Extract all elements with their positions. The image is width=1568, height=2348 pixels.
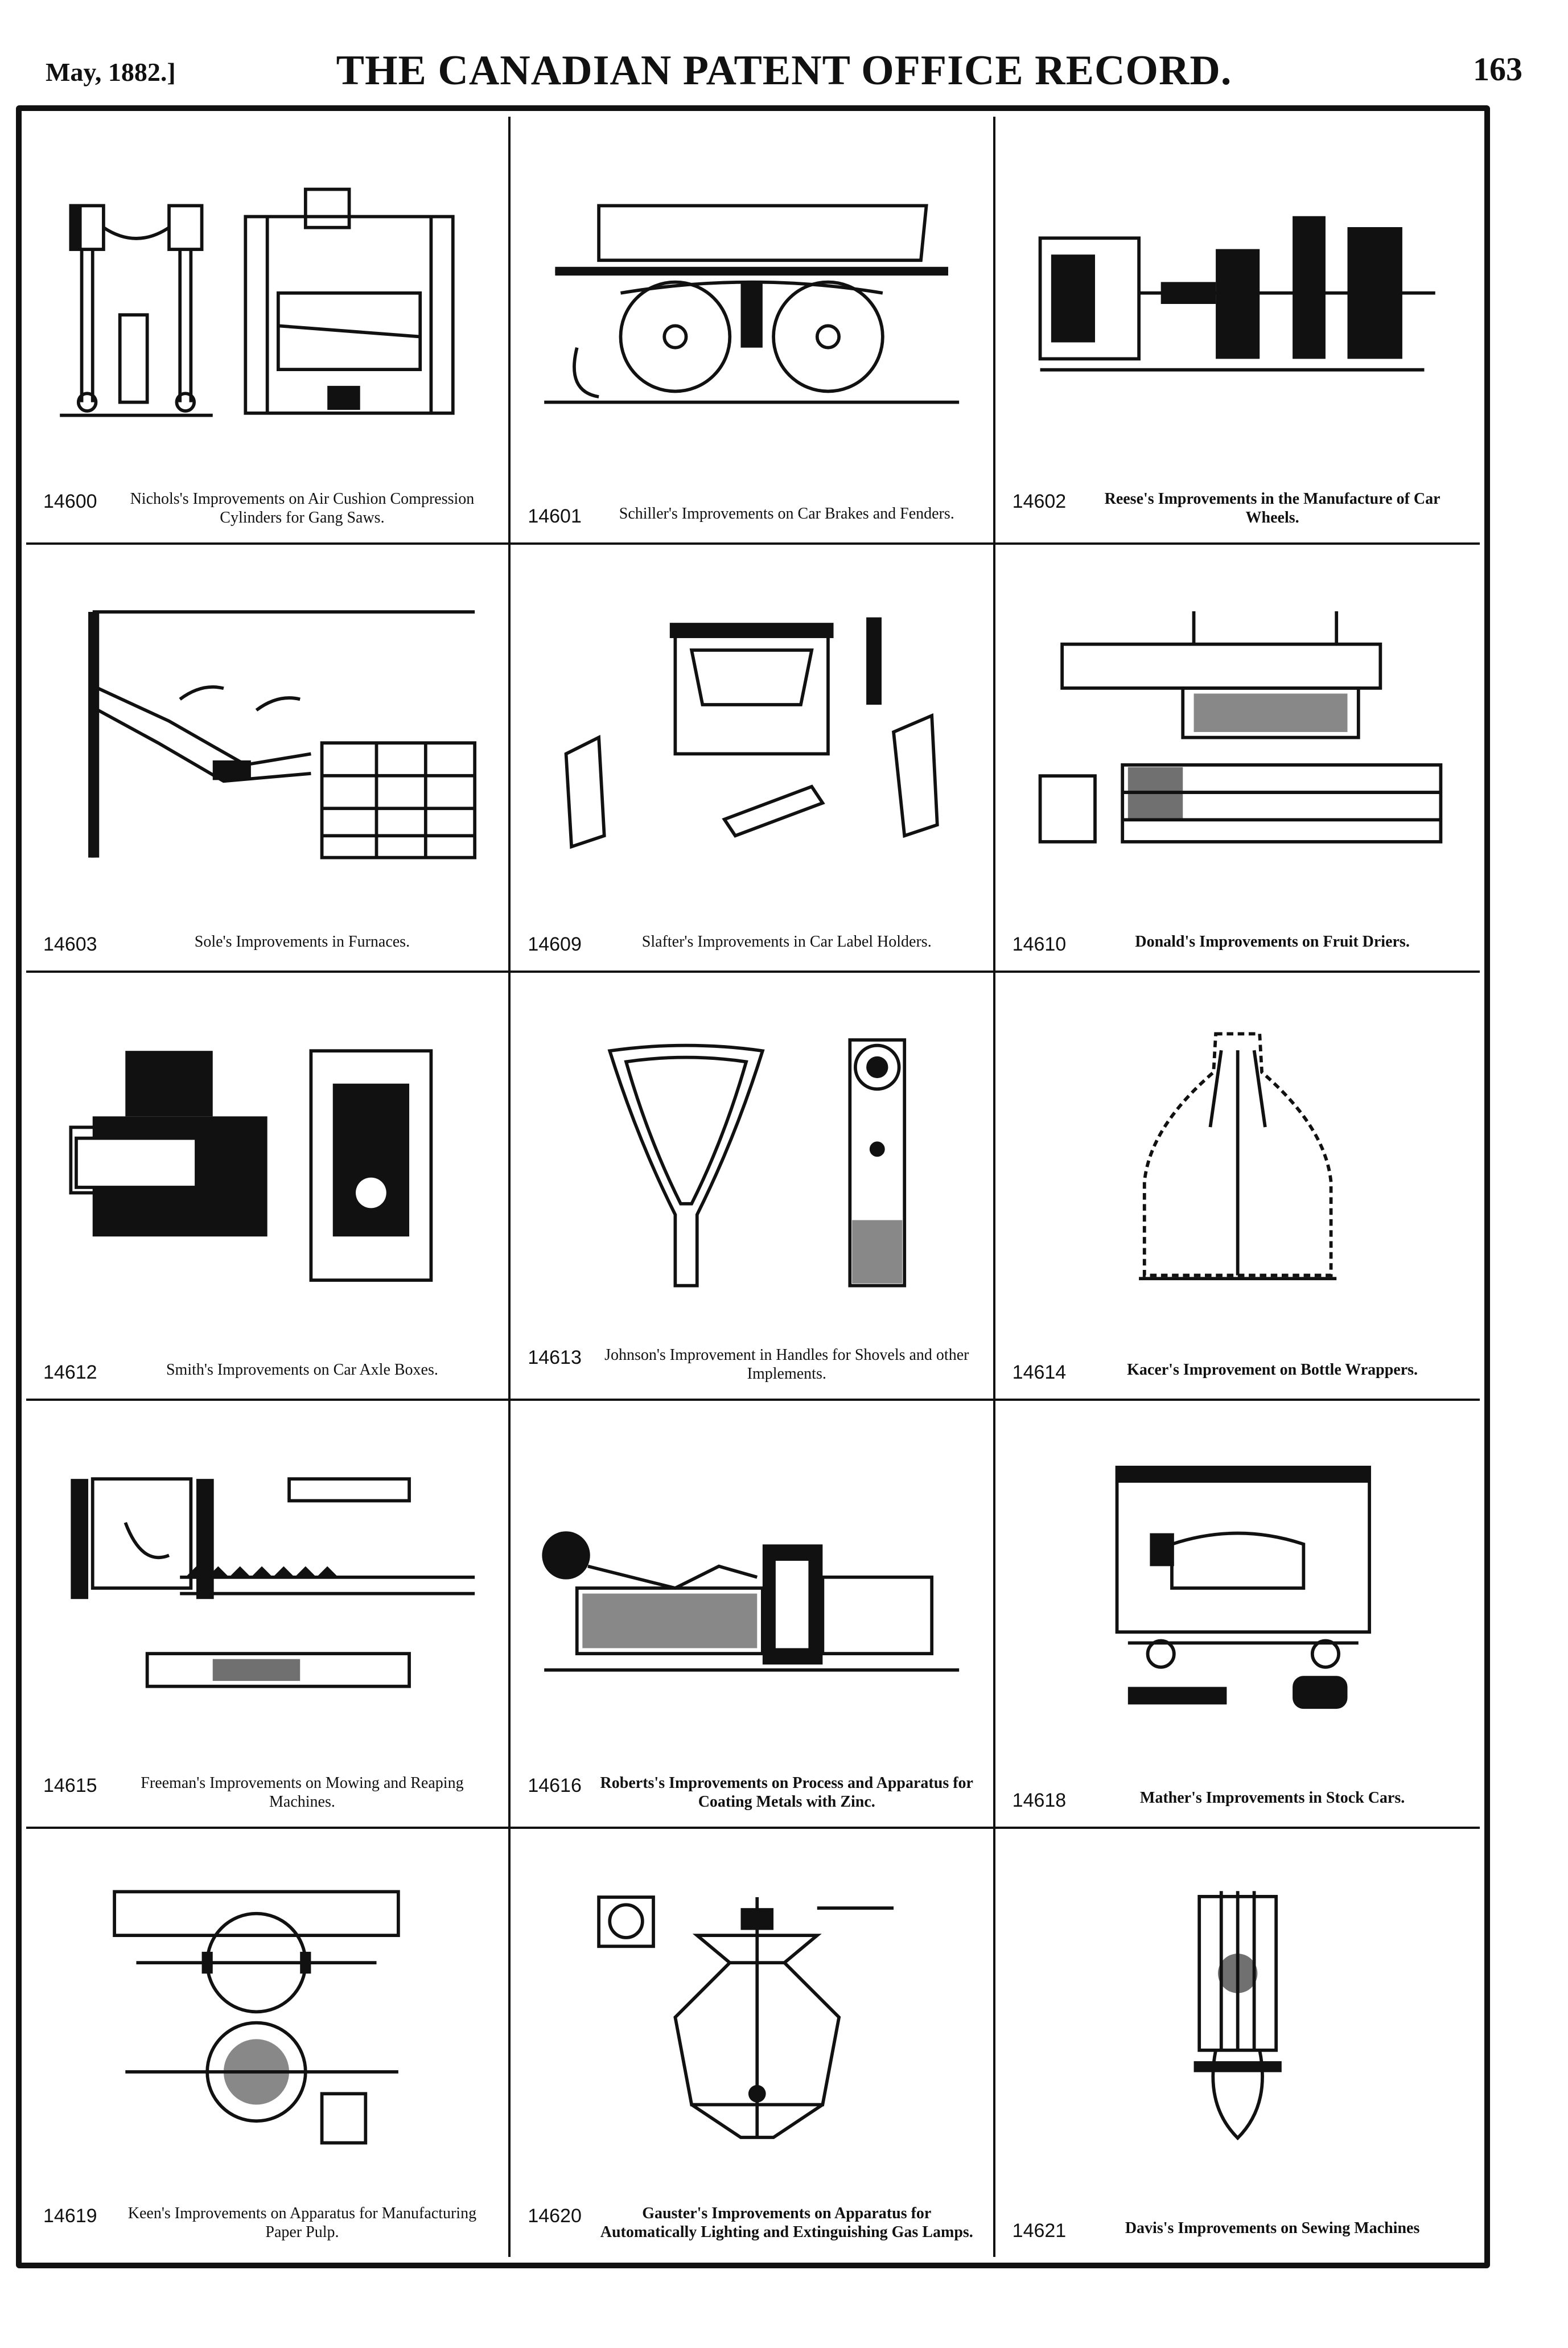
- patent-cell: 14603 Sole's Improvements in Furnaces.: [26, 545, 511, 973]
- patent-caption: 14610 Donald's Improvements on Fruit Dri…: [1013, 932, 1463, 956]
- patent-caption: 14619 Keen's Improvements on Apparatus f…: [43, 2204, 491, 2242]
- patent-number: 14603: [43, 934, 97, 955]
- patent-caption: 14601 Schiller's Improvements on Car Bra…: [528, 504, 976, 528]
- mower-drawing-icon: [49, 1435, 485, 1741]
- patent-number: 14601: [528, 505, 582, 527]
- patent-caption: 14603 Sole's Improvements in Furnaces.: [43, 932, 491, 956]
- patent-title: Kacer's Improvement on Bottle Wrappers.: [1127, 1361, 1418, 1379]
- patent-title: Johnson's Improvement in Handles for Sho…: [604, 1346, 969, 1383]
- patent-caption: 14618 Mather's Improvements in Stock Car…: [1013, 1788, 1463, 1812]
- patent-title: Schiller's Improvements on Car Brakes an…: [619, 505, 954, 523]
- patent-cell: 14600 Nichols's Improvements on Air Cush…: [26, 117, 511, 545]
- patent-frame: 14600 Nichols's Improvements on Air Cush…: [16, 105, 1490, 2268]
- patent-title: Keen's Improvements on Apparatus for Man…: [127, 2204, 477, 2242]
- patent-number: 14609: [528, 934, 582, 955]
- patent-title: Smith's Improvements on Car Axle Boxes.: [166, 1361, 438, 1379]
- patent-title: Nichols's Improvements on Air Cushion Co…: [130, 490, 475, 527]
- patent-title: Mather's Improvements in Stock Cars.: [1139, 1789, 1405, 1807]
- zinc-coating-drawing-icon: [533, 1435, 970, 1741]
- patent-cell: 14615 Freeman's Improvements on Mowing a…: [26, 1401, 511, 1829]
- patent-title: Sole's Improvements in Furnaces.: [194, 933, 410, 951]
- patent-caption: 14613 Johnson's Improvement in Handles f…: [528, 1346, 976, 1384]
- patent-cell: 14609 Slafter's Improvements in Car Labe…: [511, 545, 995, 973]
- patent-caption: 14621 Davis's Improvements on Sewing Mac…: [1013, 2219, 1463, 2242]
- patent-cell: 14620 Gauster's Improvements on Apparatu…: [511, 1829, 995, 2257]
- patent-caption: 14609 Slafter's Improvements in Car Labe…: [528, 932, 976, 956]
- patent-number: 14602: [1012, 490, 1067, 512]
- stock-car-drawing-icon: [1018, 1435, 1457, 1741]
- patent-number: 14613: [528, 1346, 582, 1368]
- patent-cell: 14621 Davis's Improvements on Sewing Mac…: [995, 1829, 1480, 2257]
- patent-caption: 14620 Gauster's Improvements on Apparatu…: [528, 2204, 976, 2242]
- patent-title: Freeman's Improvements on Mowing and Rea…: [141, 1774, 464, 1811]
- shovel-handle-drawing-icon: [533, 1007, 970, 1313]
- paper-pulp-drawing-icon: [49, 1863, 485, 2172]
- patent-title: Reese's Improvements in the Manufacture …: [1104, 490, 1441, 527]
- gear-machine-drawing-icon: [1018, 151, 1457, 457]
- patent-grid: 14600 Nichols's Improvements on Air Cush…: [26, 117, 1480, 2257]
- patent-number: 14610: [1012, 934, 1067, 955]
- page-title: THE CANADIAN PATENT OFFICE RECORD.: [336, 47, 1232, 94]
- patent-title: Davis's Improvements on Sewing Machines: [1125, 2219, 1420, 2237]
- mechanism-drawing-icon: [49, 151, 485, 457]
- page-header: May, 1882.] THE CANADIAN PATENT OFFICE R…: [40, 40, 1528, 108]
- issue-date: May, 1882.]: [46, 57, 176, 87]
- label-holder-drawing-icon: [533, 579, 970, 885]
- railcar-wheels-drawing-icon: [533, 151, 970, 457]
- patent-number: 14616: [528, 1774, 582, 1796]
- patent-title: Slafter's Improvements in Car Label Hold…: [641, 933, 932, 951]
- patent-cell: 14602 Reese's Improvements in the Manufa…: [995, 117, 1480, 545]
- patent-number: 14620: [528, 2205, 582, 2227]
- patent-number: 14618: [1012, 1790, 1067, 1811]
- patent-cell: 14614 Kacer's Improvement on Bottle Wrap…: [995, 973, 1480, 1401]
- patent-caption: 14602 Reese's Improvements in the Manufa…: [1013, 490, 1463, 528]
- patent-number: 14614: [1012, 1362, 1067, 1383]
- sewing-machine-drawing-icon: [1018, 1863, 1457, 2172]
- furnace-drawing-icon: [49, 579, 485, 885]
- patent-cell: 14610 Donald's Improvements on Fruit Dri…: [995, 545, 1480, 973]
- patent-caption: 14612 Smith's Improvements on Car Axle B…: [43, 1360, 491, 1384]
- patent-cell: 14618 Mather's Improvements in Stock Car…: [995, 1401, 1480, 1829]
- patent-number: 14612: [43, 1362, 97, 1383]
- patent-cell: 14619 Keen's Improvements on Apparatus f…: [26, 1829, 511, 2257]
- patent-cell: 14616 Roberts's Improvements on Process …: [511, 1401, 995, 1829]
- patent-caption: 14614 Kacer's Improvement on Bottle Wrap…: [1013, 1360, 1463, 1384]
- patent-caption: 14615 Freeman's Improvements on Mowing a…: [43, 1774, 491, 1812]
- fruit-drier-drawing-icon: [1018, 579, 1457, 885]
- patent-title: Gauster's Improvements on Apparatus for …: [600, 2204, 973, 2242]
- page-number: 163: [1473, 51, 1522, 88]
- patent-cell: 14612 Smith's Improvements on Car Axle B…: [26, 973, 511, 1401]
- patent-cell: 14613 Johnson's Improvement in Handles f…: [511, 973, 995, 1401]
- bottle-wrapper-drawing-icon: [1018, 1007, 1457, 1313]
- axle-box-drawing-icon: [49, 1007, 485, 1313]
- patent-number: 14600: [43, 490, 97, 512]
- gas-lamp-drawing-icon: [533, 1863, 970, 2172]
- patent-caption: 14600 Nichols's Improvements on Air Cush…: [43, 490, 491, 528]
- patent-caption: 14616 Roberts's Improvements on Process …: [528, 1774, 976, 1812]
- patent-number: 14621: [1012, 2220, 1067, 2242]
- patent-title: Roberts's Improvements on Process and Ap…: [600, 1774, 973, 1811]
- patent-number: 14619: [43, 2205, 97, 2227]
- patent-title: Donald's Improvements on Fruit Driers.: [1135, 933, 1410, 951]
- patent-number: 14615: [43, 1774, 97, 1796]
- patent-cell: 14601 Schiller's Improvements on Car Bra…: [511, 117, 995, 545]
